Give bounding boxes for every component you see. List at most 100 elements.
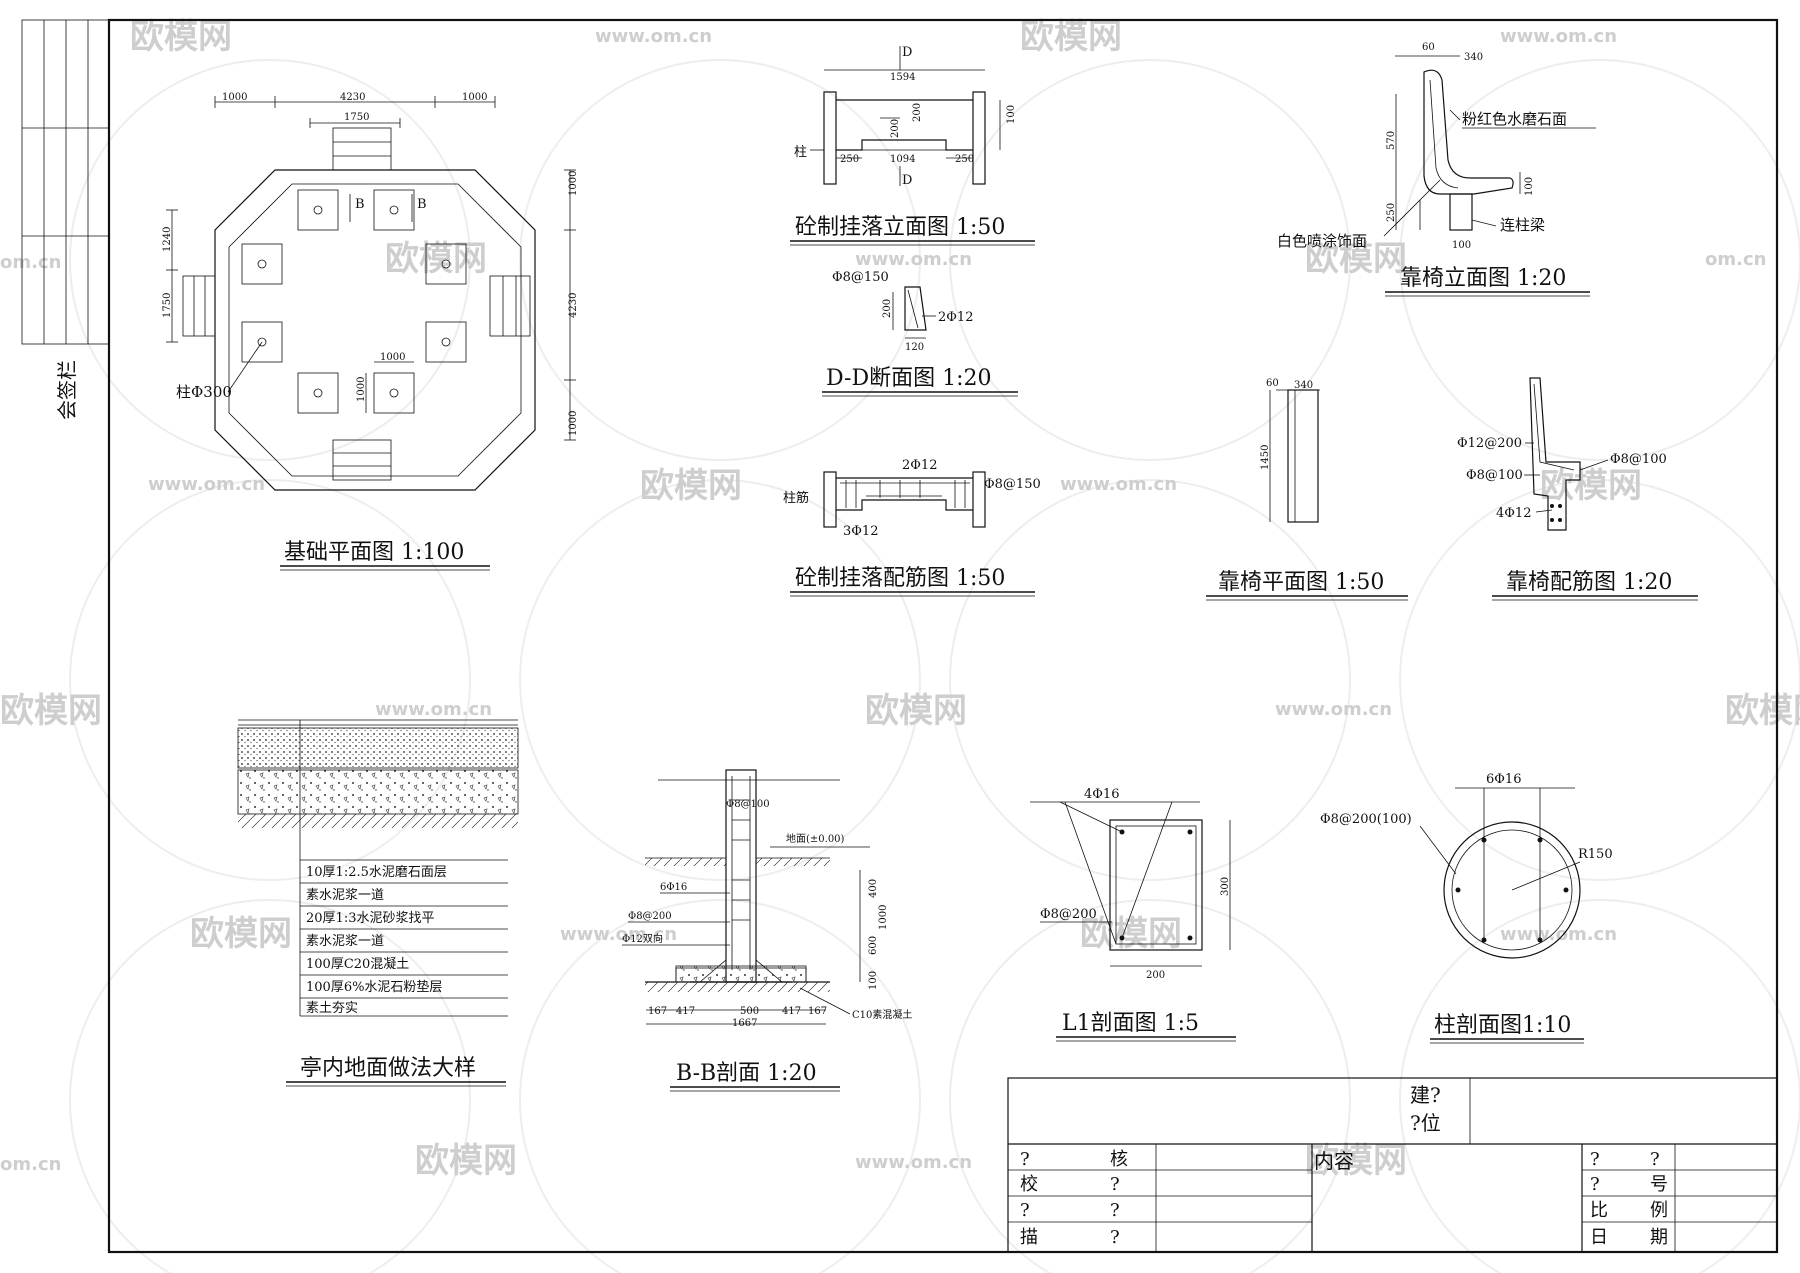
floor-layer: 100厚C20混凝土 bbox=[306, 956, 409, 972]
dim-text: 250 bbox=[1386, 203, 1397, 222]
tb-cell: ? bbox=[1110, 1200, 1120, 1221]
watermark-url: om.cn bbox=[0, 1154, 61, 1175]
watermark-brand: 欧模网 bbox=[1080, 914, 1182, 954]
watermark-brand: 欧模网 bbox=[865, 691, 967, 731]
dim-text: 100 bbox=[868, 971, 879, 990]
floor-layer: 素水泥浆一道 bbox=[306, 934, 384, 949]
dim-text: 1240 bbox=[162, 227, 173, 252]
hanging-elevation-title: 砼制挂落立面图 1:50 bbox=[795, 215, 1005, 240]
rebar-label: 2Φ12 bbox=[902, 458, 937, 473]
rebar-label: Φ12双向 bbox=[622, 932, 663, 945]
company-label: ?位 bbox=[1410, 1111, 1441, 1135]
bb-section-title: B-B剖面 1:20 bbox=[676, 1061, 817, 1086]
dim-text: 200 bbox=[882, 299, 893, 318]
ground-label: 地面(±0.00) bbox=[786, 832, 845, 845]
section-mark-b: B bbox=[355, 197, 365, 212]
company-label: 建? bbox=[1410, 1083, 1441, 1107]
rebar-label: 2Φ12 bbox=[938, 310, 973, 325]
tb-cell: 比 bbox=[1590, 1200, 1608, 1221]
watermark-brand: 欧模网 bbox=[415, 1141, 517, 1181]
floor-layer: 素土夯实 bbox=[306, 1001, 358, 1016]
hanging-rebar-title: 砼制挂落配筋图 1:50 bbox=[795, 566, 1005, 591]
dim-text: 1000 bbox=[568, 171, 579, 196]
tb-cell: ? bbox=[1110, 1227, 1120, 1248]
dim-text: 1000 bbox=[356, 377, 367, 402]
rebar-label: Φ8@200 bbox=[1040, 907, 1097, 922]
section-mark-d: D bbox=[902, 173, 912, 188]
dim-text: 1450 bbox=[1260, 445, 1271, 470]
watermark-brand: 欧模网 bbox=[190, 914, 292, 954]
tb-cell: 日 bbox=[1590, 1227, 1608, 1248]
dim-text: 1000 bbox=[462, 92, 487, 103]
foundation-plan-title: 基础平面图 1:100 bbox=[284, 540, 464, 565]
dim-text: 167 bbox=[808, 1006, 827, 1017]
rebar-label: 4Φ16 bbox=[1084, 787, 1119, 802]
watermark-url: www.om.cn bbox=[855, 1152, 972, 1173]
watermark-url: www.om.cn bbox=[375, 699, 492, 720]
tb-cell: 号 bbox=[1650, 1174, 1668, 1195]
rebar-label: Φ8@200 bbox=[628, 911, 672, 922]
watermark-url: www.om.cn bbox=[148, 474, 265, 495]
column-callout: 柱Φ300 bbox=[176, 383, 232, 401]
rebar-label: Φ8@100 bbox=[1466, 468, 1523, 483]
watermark-url: www.om.cn bbox=[595, 26, 712, 47]
column-section-title: 柱剖面图1:10 bbox=[1434, 1013, 1571, 1038]
base-label: C10素混凝土 bbox=[852, 1008, 912, 1021]
dim-text: 1594 bbox=[890, 72, 915, 83]
rebar-label: 4Φ12 bbox=[1496, 506, 1531, 521]
tb-cell: ? bbox=[1590, 1174, 1600, 1195]
bb-section: 400 600 1000 100 Φ8@100 地面(±0.00) 6Φ16 Φ… bbox=[622, 769, 912, 1092]
sign-column-label: 会签栏 bbox=[55, 360, 79, 420]
dim-text: 600 bbox=[868, 936, 879, 955]
rebar-label: Φ8@100 bbox=[1610, 452, 1667, 467]
watermark-brand: 欧模网 bbox=[385, 239, 487, 279]
dim-text: 60 bbox=[1422, 42, 1435, 53]
tb-cell: ? bbox=[1020, 1200, 1030, 1221]
dim-text: 167 bbox=[648, 1006, 667, 1017]
watermark-url: www.om.cn bbox=[855, 249, 972, 270]
column-section: 6Φ16 Φ8@200(100) R150 柱剖面图1:10 bbox=[1320, 772, 1613, 1044]
dim-text: 1000 bbox=[878, 905, 889, 930]
dim-text: 120 bbox=[905, 342, 924, 353]
bench-elevation: 60 340 570 250 100 100 粉红色水磨石面 白色喷涂饰面 连柱… bbox=[1277, 42, 1596, 297]
watermark-url: www.om.cn bbox=[1500, 924, 1617, 945]
tb-cell: ? bbox=[1110, 1174, 1120, 1195]
dim-text: 1000 bbox=[380, 352, 405, 363]
bench-rebar: Φ12@200 Φ8@100 Φ8@100 4Φ12 靠椅配筋图 1:20 bbox=[1457, 377, 1698, 601]
tb-cell: 例 bbox=[1650, 1200, 1668, 1221]
dim-text: 1094 bbox=[890, 154, 915, 165]
dim-text: 1750 bbox=[162, 293, 173, 318]
dim-text: 417 bbox=[782, 1006, 801, 1017]
title-block: 建? ?位 ? 核 校 ? ? ? 描 ? 内容 ? ? ? 号 比 例 日 期 bbox=[1007, 1077, 1778, 1253]
finish-callout: 粉红色水磨石面 bbox=[1462, 110, 1567, 128]
floor-layer: 100厚6%水泥石粉垫层 bbox=[306, 979, 442, 995]
dim-text: 250 bbox=[840, 154, 859, 165]
dim-text: 400 bbox=[868, 879, 879, 898]
rebar-label: Φ12@200 bbox=[1457, 436, 1522, 451]
hanging-elevation: D 1594 200 200 100 250 1094 250 D 柱 砼制挂落… bbox=[790, 45, 1035, 246]
watermark-brand: 欧模网 bbox=[130, 17, 232, 57]
foundation-plan: B B 1000 4230 1000 1750 1240 1750 1000 4… bbox=[162, 92, 579, 571]
watermark-url: www.om.cn bbox=[1060, 474, 1177, 495]
rebar-label: Φ8@200(100) bbox=[1320, 812, 1412, 827]
dim-text: 340 bbox=[1294, 380, 1313, 391]
sheet-frame: 会签栏 bbox=[21, 18, 1779, 1254]
watermark-brand: 欧模网 bbox=[1540, 466, 1642, 506]
l1-section-title: L1剖面图 1:5 bbox=[1062, 1011, 1199, 1036]
rebar-label: Φ8@100 bbox=[726, 799, 770, 810]
rebar-label: 6Φ16 bbox=[1486, 772, 1521, 787]
bench-elevation-title: 靠椅立面图 1:20 bbox=[1400, 266, 1566, 291]
watermark-url: om.cn bbox=[1705, 249, 1766, 270]
watermark-circles bbox=[69, 59, 1800, 1273]
dim-text: 1000 bbox=[222, 92, 247, 103]
rebar-label: 3Φ12 bbox=[843, 524, 878, 539]
watermark-brand: 欧模网 bbox=[1305, 1141, 1407, 1181]
dim-text: 500 bbox=[740, 1006, 759, 1017]
floor-layer: 素水泥浆一道 bbox=[306, 888, 384, 903]
l1-section: 4Φ16 300 200 Φ8@200 L1剖面图 1:5 bbox=[1030, 787, 1236, 1042]
tb-cell: 校 bbox=[1020, 1174, 1038, 1195]
hanging-rebar: 2Φ12 Φ8@150 柱筋 3Φ12 砼制挂落配筋图 1:50 bbox=[783, 458, 1041, 597]
dd-section: Φ8@150 200 120 2Φ12 D-D断面图 1:20 bbox=[822, 270, 1018, 397]
watermark-url: www.om.cn bbox=[560, 924, 677, 945]
